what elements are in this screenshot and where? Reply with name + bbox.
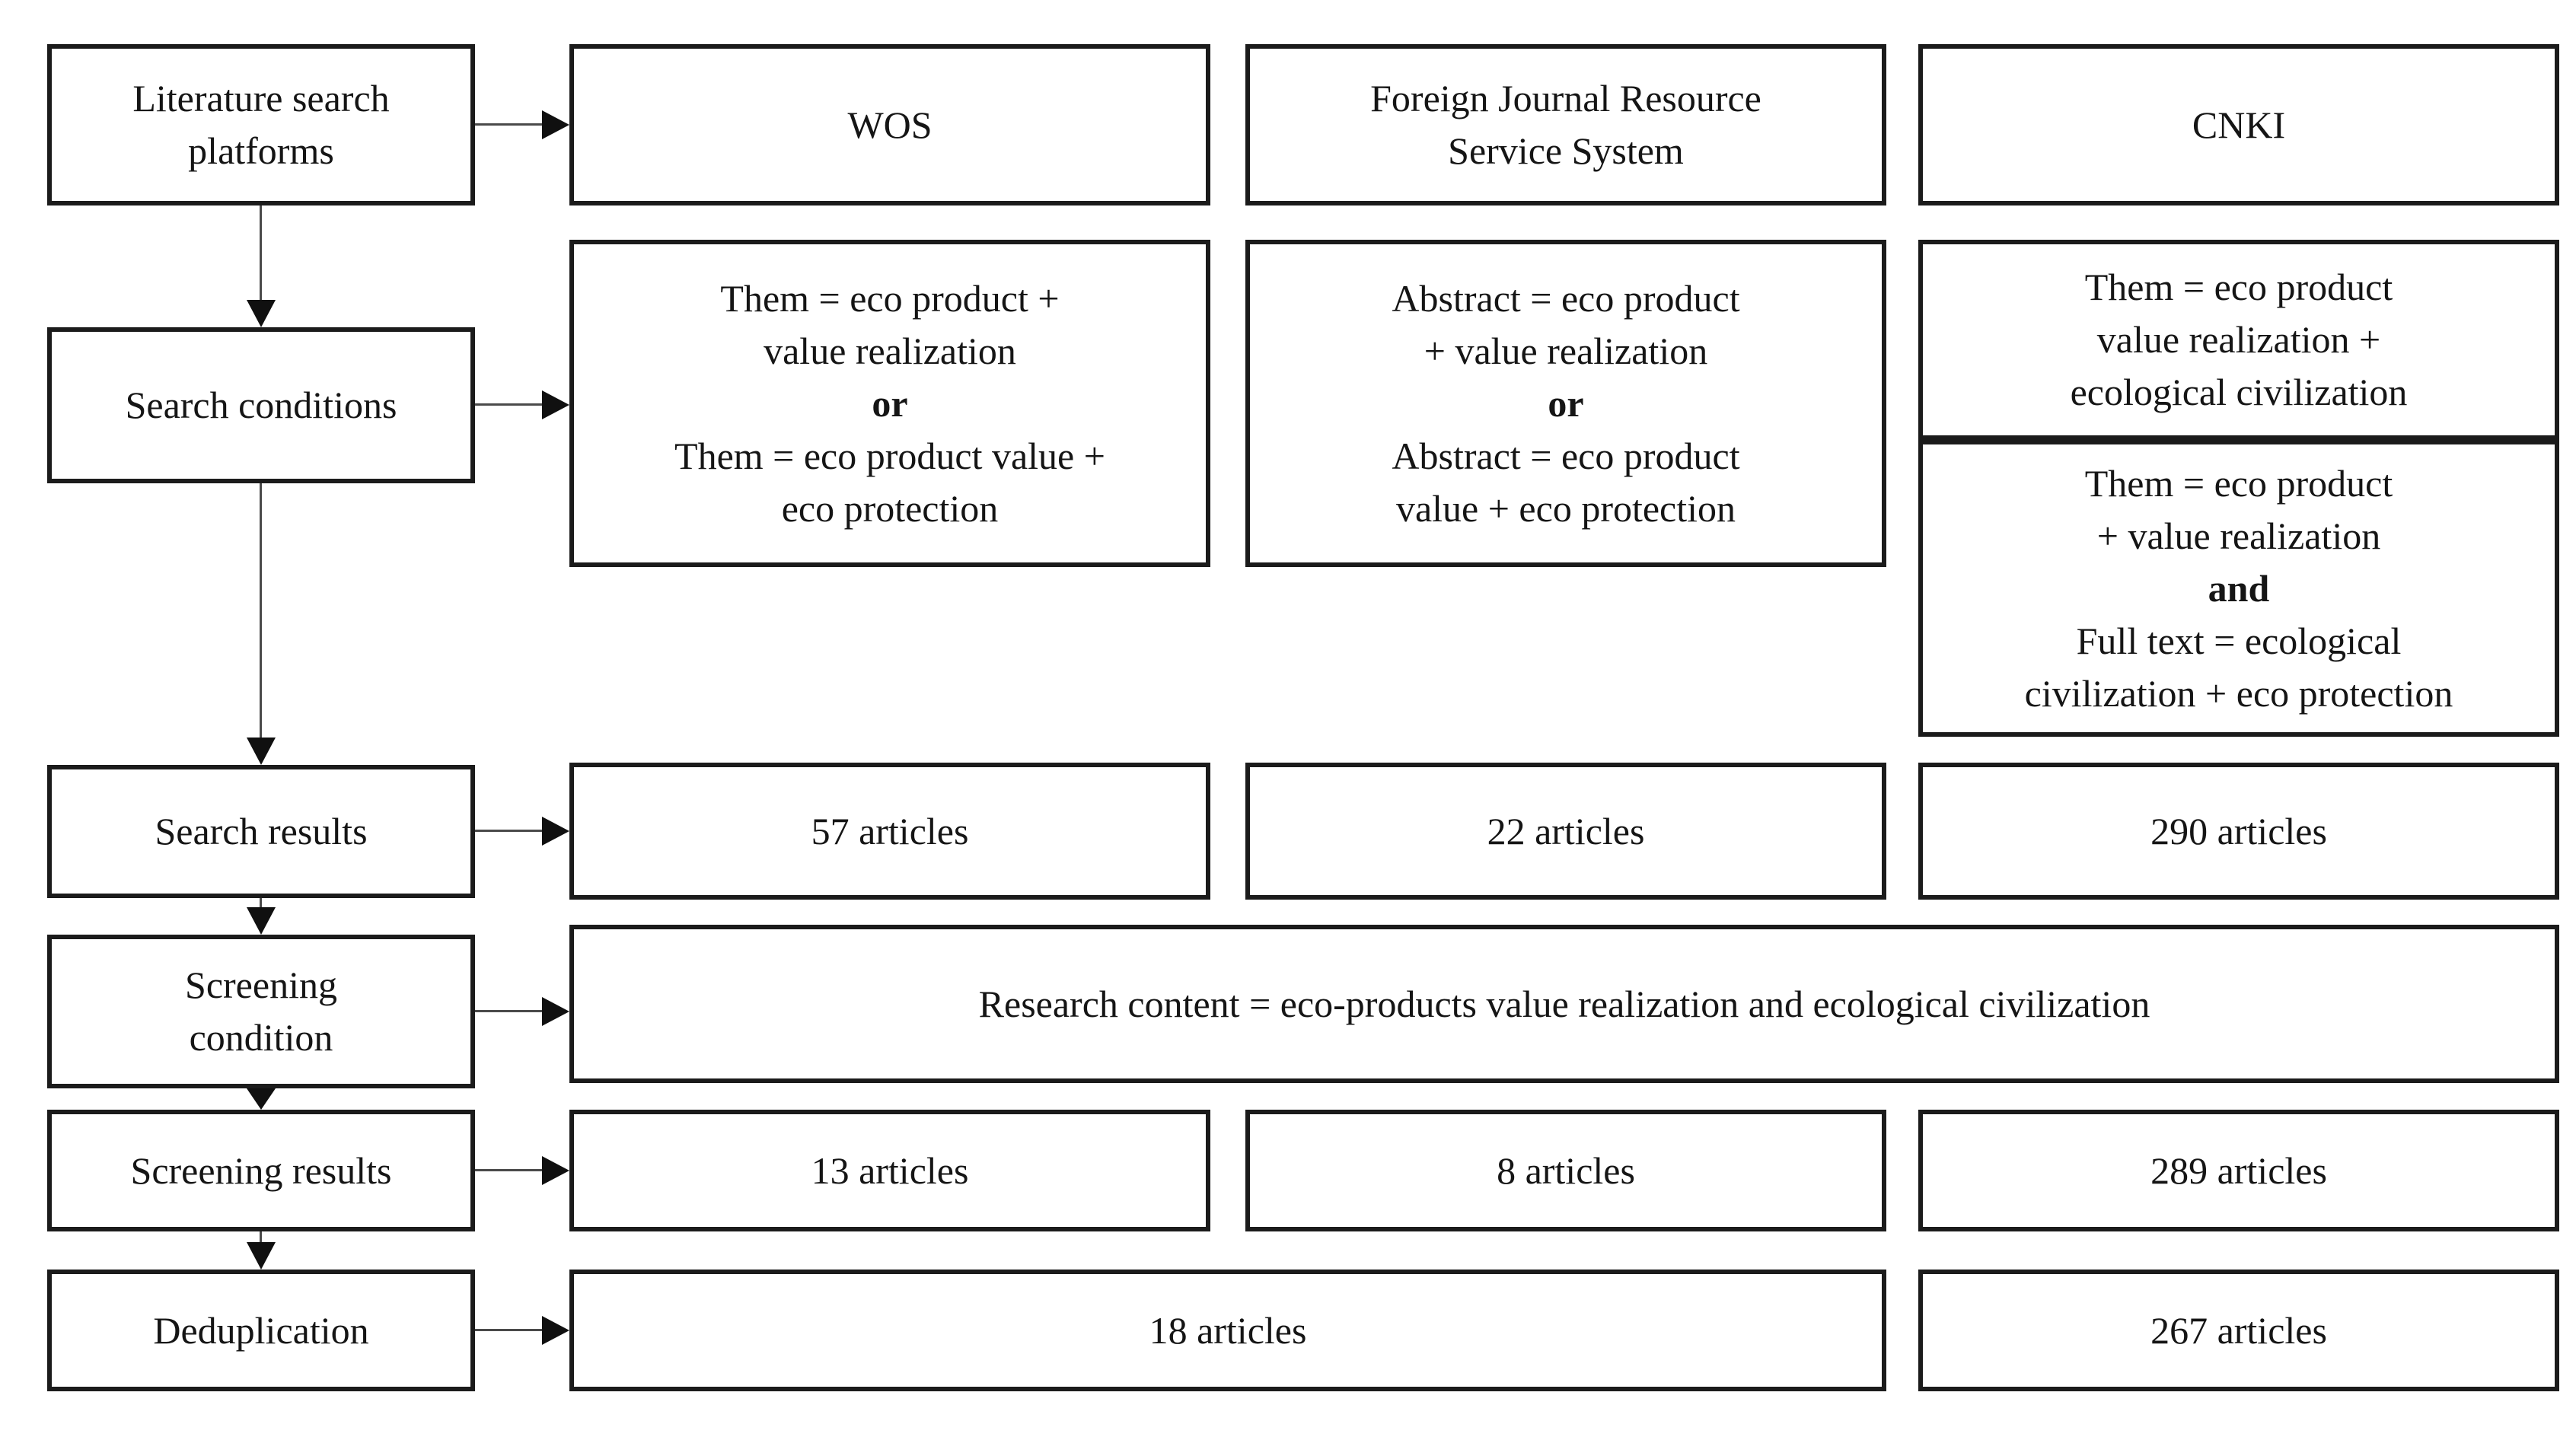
foreign-condition-part-b: Abstract = eco product value + eco prote… (1392, 434, 1740, 530)
deduplication-box: Deduplication (47, 1270, 475, 1391)
flow-screening-results-to-dedup-line (260, 1231, 262, 1244)
foreign-search-results-count: 22 articles (1487, 809, 1645, 852)
foreign-journal-header-label: Foreign Journal Resource Service System (1370, 77, 1761, 172)
cnki-deduplication-count: 267 articles (2150, 1308, 2327, 1352)
cnki-fulltext-condition-text: Them = eco product + value realization a… (2025, 457, 2453, 720)
flow-conditions-to-results-arrowhead-icon (247, 738, 276, 765)
cnki-theme-condition-box: Them = eco product value realization + e… (1918, 240, 2559, 440)
screening-condition-wide-box: Research content = eco-products value re… (569, 925, 2559, 1083)
wos-header-box: WOS (569, 44, 1210, 205)
flow-platforms-to-conditions-arrowhead-icon (247, 300, 276, 327)
merged-deduplication-count: 18 articles (1149, 1308, 1307, 1352)
screening-condition-text: Research content = eco-products value re… (978, 982, 2150, 1025)
wos-screening-results-count-box: 13 articles (569, 1110, 1210, 1231)
screening-results-label: Screening results (130, 1148, 392, 1192)
cnki-search-results-count-box: 290 articles (1918, 763, 2559, 900)
flow-conditions-to-results-line (260, 483, 262, 739)
flow-results-to-screening-line (260, 898, 262, 910)
cnki-header-label: CNKI (2192, 103, 2286, 146)
cnki-boolean-operator: and (2208, 566, 2270, 610)
cnki-fulltext-condition-box: Them = eco product + value realization a… (1918, 440, 2559, 737)
literature-search-platforms-box: Literature search platforms (47, 44, 475, 205)
screening-condition-box: Screening condition (47, 935, 475, 1088)
foreign-search-condition-box: Abstract = eco product + value realizati… (1245, 240, 1886, 567)
connector-conditions-arrowhead-icon (542, 390, 569, 419)
foreign-search-condition-text: Abstract = eco product + value realizati… (1392, 272, 1739, 535)
flow-screening-to-screening-results-arrowhead-icon (247, 1088, 276, 1110)
flow-screening-results-to-dedup-arrowhead-icon (247, 1242, 276, 1270)
wos-search-results-count-box: 57 articles (569, 763, 1210, 900)
cnki-header-box: CNKI (1918, 44, 2559, 205)
cnki-screening-results-count-box: 289 articles (1918, 1110, 2559, 1231)
search-results-box: Search results (47, 765, 475, 898)
flow-platforms-to-conditions-line (260, 205, 262, 303)
wos-boolean-operator: or (872, 381, 908, 425)
merged-deduplication-count-box: 18 articles (569, 1270, 1886, 1391)
wos-condition-part-b: Them = eco product value + eco protectio… (674, 434, 1105, 530)
cnki-search-results-count: 290 articles (2150, 809, 2327, 852)
connector-screening-condition-arrowhead-icon (542, 997, 569, 1026)
search-results-label: Search results (155, 810, 368, 852)
connector-deduplication-line (475, 1329, 545, 1331)
wos-search-results-count: 57 articles (811, 809, 969, 852)
connector-screening-results-line (475, 1169, 545, 1171)
flow-results-to-screening-arrowhead-icon (247, 907, 276, 935)
cnki-deduplication-count-box: 267 articles (1918, 1270, 2559, 1391)
wos-condition-part-a: Them = eco product + value realization (720, 276, 1060, 372)
connector-deduplication-arrowhead-icon (542, 1316, 569, 1345)
connector-conditions-line (475, 403, 545, 406)
wos-search-condition-text: Them = eco product + value realization o… (674, 272, 1105, 535)
literature-search-platforms-label: Literature search platforms (132, 77, 390, 172)
cnki-theme-condition-text: Them = eco product value realization + e… (2070, 266, 2408, 413)
connector-search-results-arrowhead-icon (542, 817, 569, 846)
search-conditions-label: Search conditions (125, 384, 397, 426)
foreign-screening-results-count-box: 8 articles (1245, 1110, 1886, 1231)
connector-screening-results-arrowhead-icon (542, 1156, 569, 1185)
deduplication-label: Deduplication (153, 1308, 369, 1352)
foreign-search-results-count-box: 22 articles (1245, 763, 1886, 900)
wos-screening-results-count: 13 articles (811, 1148, 969, 1192)
connector-search-results-line (475, 830, 545, 832)
connector-screening-condition-line (475, 1010, 545, 1012)
wos-header-label: WOS (847, 103, 933, 146)
connector-platforms-line (475, 123, 545, 126)
cnki-screening-results-count: 289 articles (2150, 1148, 2327, 1192)
screening-condition-label: Screening condition (185, 964, 337, 1059)
foreign-screening-results-count: 8 articles (1497, 1148, 1635, 1192)
screening-results-box: Screening results (47, 1110, 475, 1231)
wos-search-condition-box: Them = eco product + value realization o… (569, 240, 1210, 567)
foreign-condition-part-a: Abstract = eco product + value realizati… (1392, 276, 1740, 372)
cnki-condition-part-b: Full text = ecological civilization + ec… (2024, 619, 2453, 715)
search-conditions-box: Search conditions (47, 327, 475, 483)
foreign-boolean-operator: or (1548, 381, 1584, 425)
foreign-journal-header-box: Foreign Journal Resource Service System (1245, 44, 1886, 205)
cnki-condition-part-a: Them = eco product + value realization (2084, 461, 2393, 557)
connector-platforms-arrowhead-icon (542, 110, 569, 139)
